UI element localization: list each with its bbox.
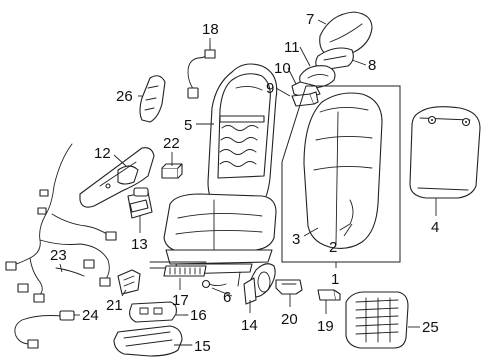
callout-22: 22: [163, 135, 180, 152]
leader-arrowheads: [183, 314, 193, 346]
callout-20: 20: [281, 311, 298, 328]
part-24-sensor-lead: [14, 310, 75, 349]
part-17-connector-block: [163, 265, 207, 277]
callout-5: 5: [184, 117, 192, 134]
part-16-inner-trim: [129, 301, 177, 323]
callout-4: 4: [431, 219, 439, 236]
callout-14: 14: [241, 317, 258, 334]
part-23-wiring-harness: [5, 143, 117, 303]
part-25-back-panel: [345, 291, 409, 349]
leader-lines: [59, 19, 437, 346]
part-9-guide-clip: [291, 91, 319, 107]
callout-23: 23: [50, 247, 67, 264]
part-21-bracket: [117, 269, 141, 295]
part-14-recliner-cover: [243, 263, 276, 305]
callout-2: 2: [329, 239, 337, 256]
part-1-assembly-box: [281, 85, 401, 263]
callout-12: 12: [94, 145, 111, 162]
callout-15: 15: [194, 338, 211, 355]
callout-11: 11: [284, 39, 300, 56]
callout-26: 26: [116, 88, 133, 105]
callout-24: 24: [82, 307, 99, 324]
callout-labels: 1 2 3 4 5 6 7 8 9 10 11 12 13 14 15 16 1…: [50, 11, 439, 355]
callout-19: 19: [317, 318, 334, 335]
part-15-outer-trim: [113, 325, 183, 357]
callout-17: 17: [172, 292, 189, 309]
part-13-switch-module: [127, 187, 153, 219]
callout-9: 9: [266, 80, 274, 97]
part-19-small-clip: [317, 289, 341, 301]
part-18-sensor-wire: [187, 43, 216, 99]
part-12-side-shield: [79, 147, 155, 208]
part-2-3-seatback-cover: [303, 92, 383, 249]
callout-3: 3: [292, 231, 300, 248]
callout-8: 8: [368, 57, 376, 74]
callout-16: 16: [190, 307, 207, 324]
callout-18: 18: [202, 21, 219, 38]
part-22-clip: [161, 163, 183, 179]
part-26-side-trim: [139, 75, 166, 123]
part-20-handle: [275, 279, 303, 295]
callout-13: 13: [131, 236, 148, 253]
part-11-guide-ring: [299, 65, 336, 89]
callout-10: 10: [274, 60, 291, 77]
callout-7: 7: [306, 11, 314, 28]
callout-1: 1: [331, 271, 339, 288]
callout-21: 21: [106, 297, 123, 314]
callout-25: 25: [422, 319, 439, 336]
part-4-back-pad: [409, 106, 481, 199]
callout-6: 6: [223, 289, 231, 306]
